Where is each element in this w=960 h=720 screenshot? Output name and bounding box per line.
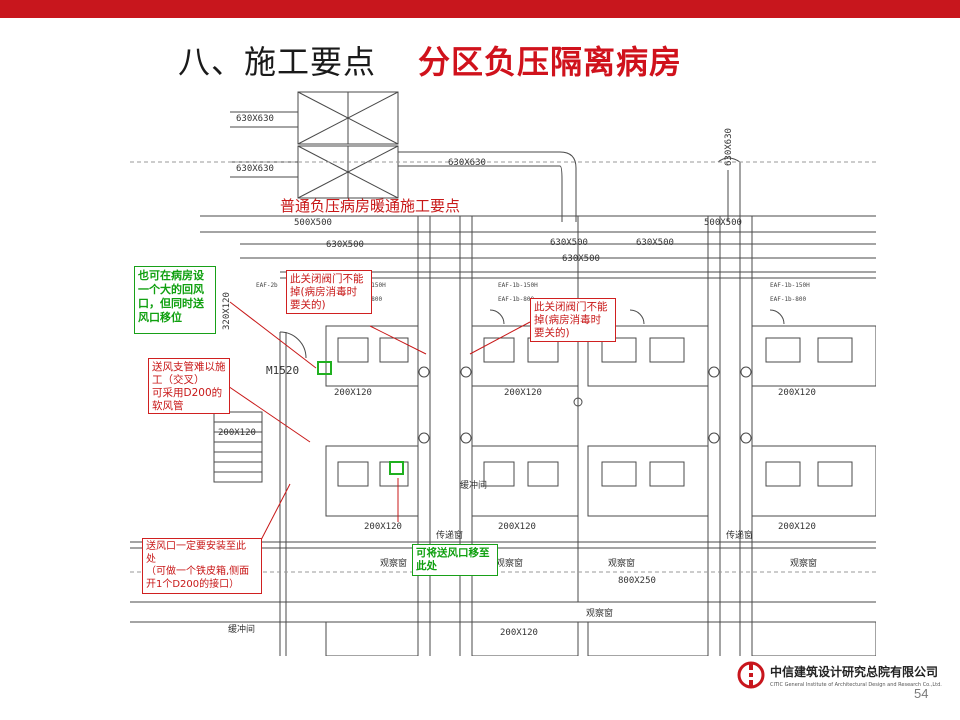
dim-label: 200X120 (504, 388, 542, 398)
dim-label: 630X630 (236, 164, 274, 174)
dim-label: 630X500 (636, 238, 674, 248)
eaf-label: EAF-2b (256, 282, 278, 289)
eaf-label: EAF-1b-150H (498, 282, 538, 289)
title-topic: 分区负压隔离病房 (418, 43, 683, 81)
window-label: 传递窗 (726, 531, 754, 541)
page-number: 54 (914, 686, 929, 701)
dim-label: 800X250 (618, 576, 656, 586)
dim-label: 630X630 (724, 128, 734, 166)
dim-label: 500X500 (704, 218, 742, 228)
dim-label: 200X120 (498, 522, 536, 532)
dim-label: 200X120 (500, 628, 538, 638)
room-label: 缓冲间 (460, 481, 488, 491)
supply-outlet-marker-2 (389, 461, 404, 475)
note-valve-2: 此关闭阀门不能 掉(病房消毒时 要关的) (530, 298, 616, 342)
citic-logo-icon (737, 661, 765, 689)
title-section: 八、施工要点 (178, 43, 377, 81)
window-label: 观察窗 (496, 559, 524, 569)
dim-label: 630X500 (562, 254, 600, 264)
dim-label: 630X500 (550, 238, 588, 248)
window-label: 观察窗 (380, 559, 408, 569)
dim-label: 200X120 (364, 522, 402, 532)
room-label: 缓冲间 (228, 625, 256, 635)
note-branch-duct: 送风支管难以施 工（交叉） 可采用D200的 软风管 (148, 358, 230, 414)
note-valve-1: 此关闭阀门不能 掉(病房消毒时 要关的) (286, 270, 372, 314)
note-air-supply: 送风口一定要安装至此 处 （可做一个铁皮箱,侧面 开1个D200的接口） (142, 538, 262, 594)
dim-label: 200X120 (778, 388, 816, 398)
room-label: M1520 (266, 364, 300, 377)
window-label: 传递窗 (436, 531, 464, 541)
eaf-label: EAF-1b-150H (770, 282, 810, 289)
dim-label: 200X120 (218, 428, 256, 438)
company-name-cn: 中信建筑设计研究总院有限公司 (770, 664, 939, 679)
window-label: 观察窗 (586, 609, 614, 619)
dim-label: 630X630 (236, 114, 274, 124)
dim-label: 630X630 (448, 158, 486, 168)
dim-label: 200X120 (778, 522, 816, 532)
window-label: 观察窗 (608, 559, 636, 569)
company-logo: 中信建筑设计研究总院有限公司 CITIC General Institute o… (736, 660, 942, 690)
note-return-air: 也可在病房设 一个大的回风 口，但同时送 风口移位 (134, 266, 216, 334)
eaf-label: EAF-1b-800 (498, 296, 535, 303)
company-name-en: CITIC General Institute of Architectural… (770, 681, 942, 688)
window-label: 观察窗 (790, 559, 818, 569)
dim-label: 200X120 (334, 388, 372, 398)
drawing-heading: 普通负压病房暖通施工要点 (280, 197, 461, 215)
note-move-supply: 可将送风口移至 此处 (412, 544, 498, 576)
dim-label: 500X500 (294, 218, 332, 228)
eaf-label: EAF-1b-800 (770, 296, 807, 303)
dim-label: 320X120 (222, 292, 232, 330)
dim-label: 630X500 (326, 240, 364, 250)
supply-outlet-marker-1 (317, 361, 332, 375)
slide-title: 八、施工要点 分区负压隔离病房 (178, 38, 682, 82)
top-brand-bar (0, 0, 960, 18)
